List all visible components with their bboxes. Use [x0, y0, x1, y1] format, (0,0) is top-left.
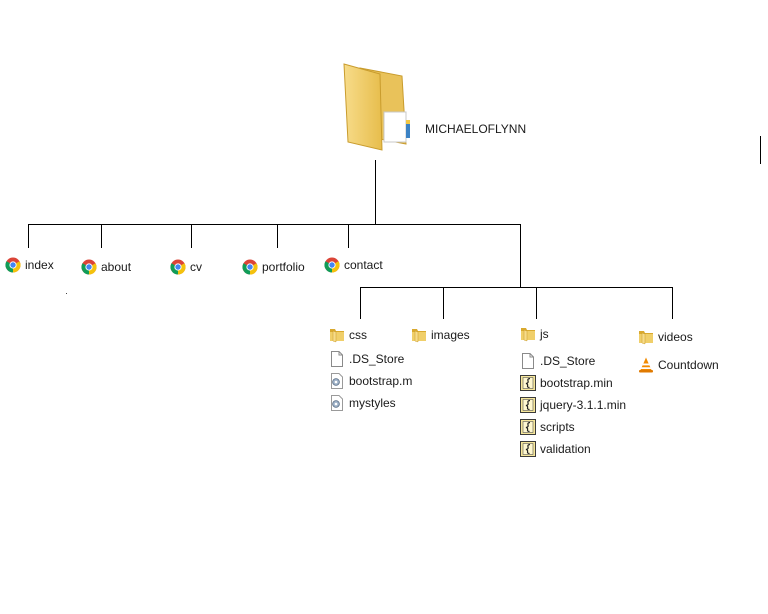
file-js-2-label: jquery-3.1.1.min	[540, 398, 627, 412]
drop-cv	[191, 224, 192, 248]
page-file-cv-label: cv	[190, 260, 202, 274]
file-js-3-label: scripts	[540, 420, 575, 434]
drop-videos	[672, 287, 673, 319]
css-file-icon	[329, 373, 345, 389]
drop-js	[536, 287, 537, 319]
chrome-icon	[5, 257, 21, 273]
css-file-icon	[329, 395, 345, 411]
vlc-icon	[638, 357, 654, 373]
file-css-0-label: .DS_Store	[349, 352, 405, 366]
script-file-icon	[520, 419, 536, 435]
root-folder-label: MICHAELOFLYNN	[425, 122, 527, 136]
file-js-0-label: .DS_Store	[540, 354, 596, 368]
file-css-2-label: mystyles	[349, 396, 396, 410]
script-file-icon	[520, 397, 536, 413]
blank-file-icon	[329, 351, 345, 367]
drop-folders-stem	[520, 224, 521, 288]
drop-contact	[348, 224, 349, 248]
page-file-index-label: index	[25, 258, 54, 272]
chrome-icon	[170, 259, 186, 275]
script-file-icon	[520, 441, 536, 457]
folder-icon	[329, 327, 345, 343]
page-file-about-label: about	[101, 260, 132, 274]
file-js-1-label: bootstrap.min	[540, 376, 613, 390]
root-stem-line	[375, 160, 376, 224]
drop-css	[360, 287, 361, 319]
drop-portfolio	[277, 224, 278, 248]
top-branch-line	[28, 224, 521, 225]
folder-css-label: css	[349, 328, 367, 342]
text-cursor-mark	[760, 136, 761, 164]
file-js-4-label: validation	[540, 442, 591, 456]
chrome-icon	[324, 257, 340, 273]
root-folder-icon[interactable]	[340, 62, 412, 152]
folder-branch-line	[360, 287, 673, 288]
page-file-portfolio-label: portfolio	[262, 260, 305, 274]
chrome-icon	[81, 259, 97, 275]
file-css-1-label: bootstrap.m	[349, 374, 413, 388]
folder-icon	[638, 329, 654, 345]
folder-js-label: js	[540, 327, 549, 341]
chrome-icon	[242, 259, 258, 275]
folder-icon	[411, 327, 427, 343]
stray-dot	[66, 293, 67, 294]
script-file-icon	[520, 375, 536, 391]
drop-index	[28, 224, 29, 248]
file-videos-0-label: Countdown	[658, 358, 719, 372]
page-file-contact-label: contact	[344, 258, 383, 272]
folder-videos-label: videos	[658, 330, 693, 344]
drop-images	[443, 287, 444, 319]
blank-file-icon	[520, 353, 536, 369]
folder-images-label: images	[431, 328, 470, 342]
folder-icon	[520, 326, 536, 342]
drop-about	[101, 224, 102, 248]
